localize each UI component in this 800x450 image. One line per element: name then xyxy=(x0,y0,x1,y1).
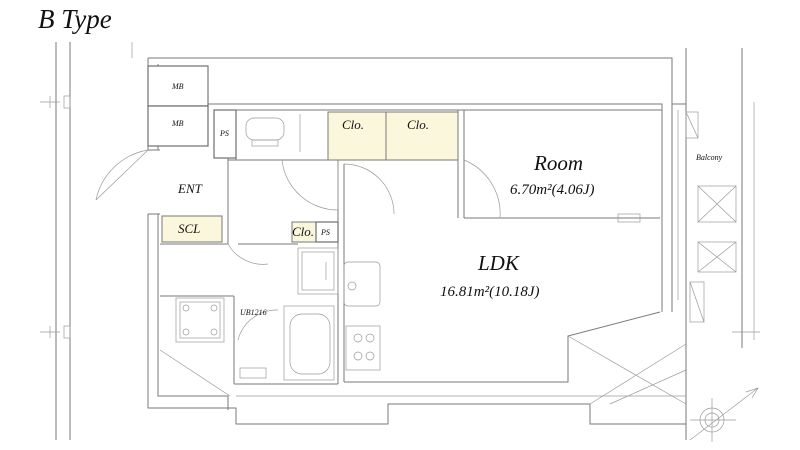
north-compass-icon xyxy=(689,387,759,442)
closets-top: Clo. Clo. xyxy=(327,111,459,161)
meter-box-closets: MB MB xyxy=(147,65,209,147)
lower-hatch-lines xyxy=(159,335,687,405)
room-labels: Room 6.70m²(4.06J) LDK 16.81m²(10.18J) xyxy=(440,151,594,300)
unit-bath-label: UB1216 xyxy=(240,308,267,317)
interior-doors xyxy=(227,159,501,341)
toilet-icon xyxy=(245,114,301,152)
refrigerator-space xyxy=(343,261,381,307)
closet-ps-small: Clo. PS xyxy=(291,221,339,243)
bathroom: UB1216 xyxy=(239,305,335,381)
left-guide-lines xyxy=(40,42,133,440)
closet-label-2: Clo. xyxy=(407,117,429,132)
balcony-label: Balcony xyxy=(696,153,723,162)
entrance-label: ENT xyxy=(177,181,203,196)
laundry-area xyxy=(175,297,225,343)
stove-icon xyxy=(345,325,381,371)
room-area: 6.70m²(4.06J) xyxy=(510,182,594,198)
bathtub-icon xyxy=(283,305,335,381)
plan-title: B Type xyxy=(38,4,112,34)
ldk-label: LDK xyxy=(477,251,520,275)
balcony: Balcony xyxy=(671,103,737,323)
sink-icon xyxy=(297,247,339,295)
toilet-room: PS xyxy=(213,109,301,159)
mb-label-1: MB xyxy=(171,82,184,91)
room-label: Room xyxy=(533,151,583,175)
ldk-area: 16.81m²(10.18J) xyxy=(440,284,539,300)
ps-label-2: PS xyxy=(320,228,330,237)
shoe-closet-label: SCL xyxy=(178,221,200,236)
closet-label-1: Clo. xyxy=(342,117,364,132)
mb-label-2: MB xyxy=(171,119,184,128)
ps-label-1: PS xyxy=(219,129,229,138)
entrance-door xyxy=(95,149,149,201)
closet-label-3: Clo. xyxy=(292,224,314,239)
shoe-closet: SCL xyxy=(161,215,223,243)
right-guide-lines xyxy=(685,48,760,440)
